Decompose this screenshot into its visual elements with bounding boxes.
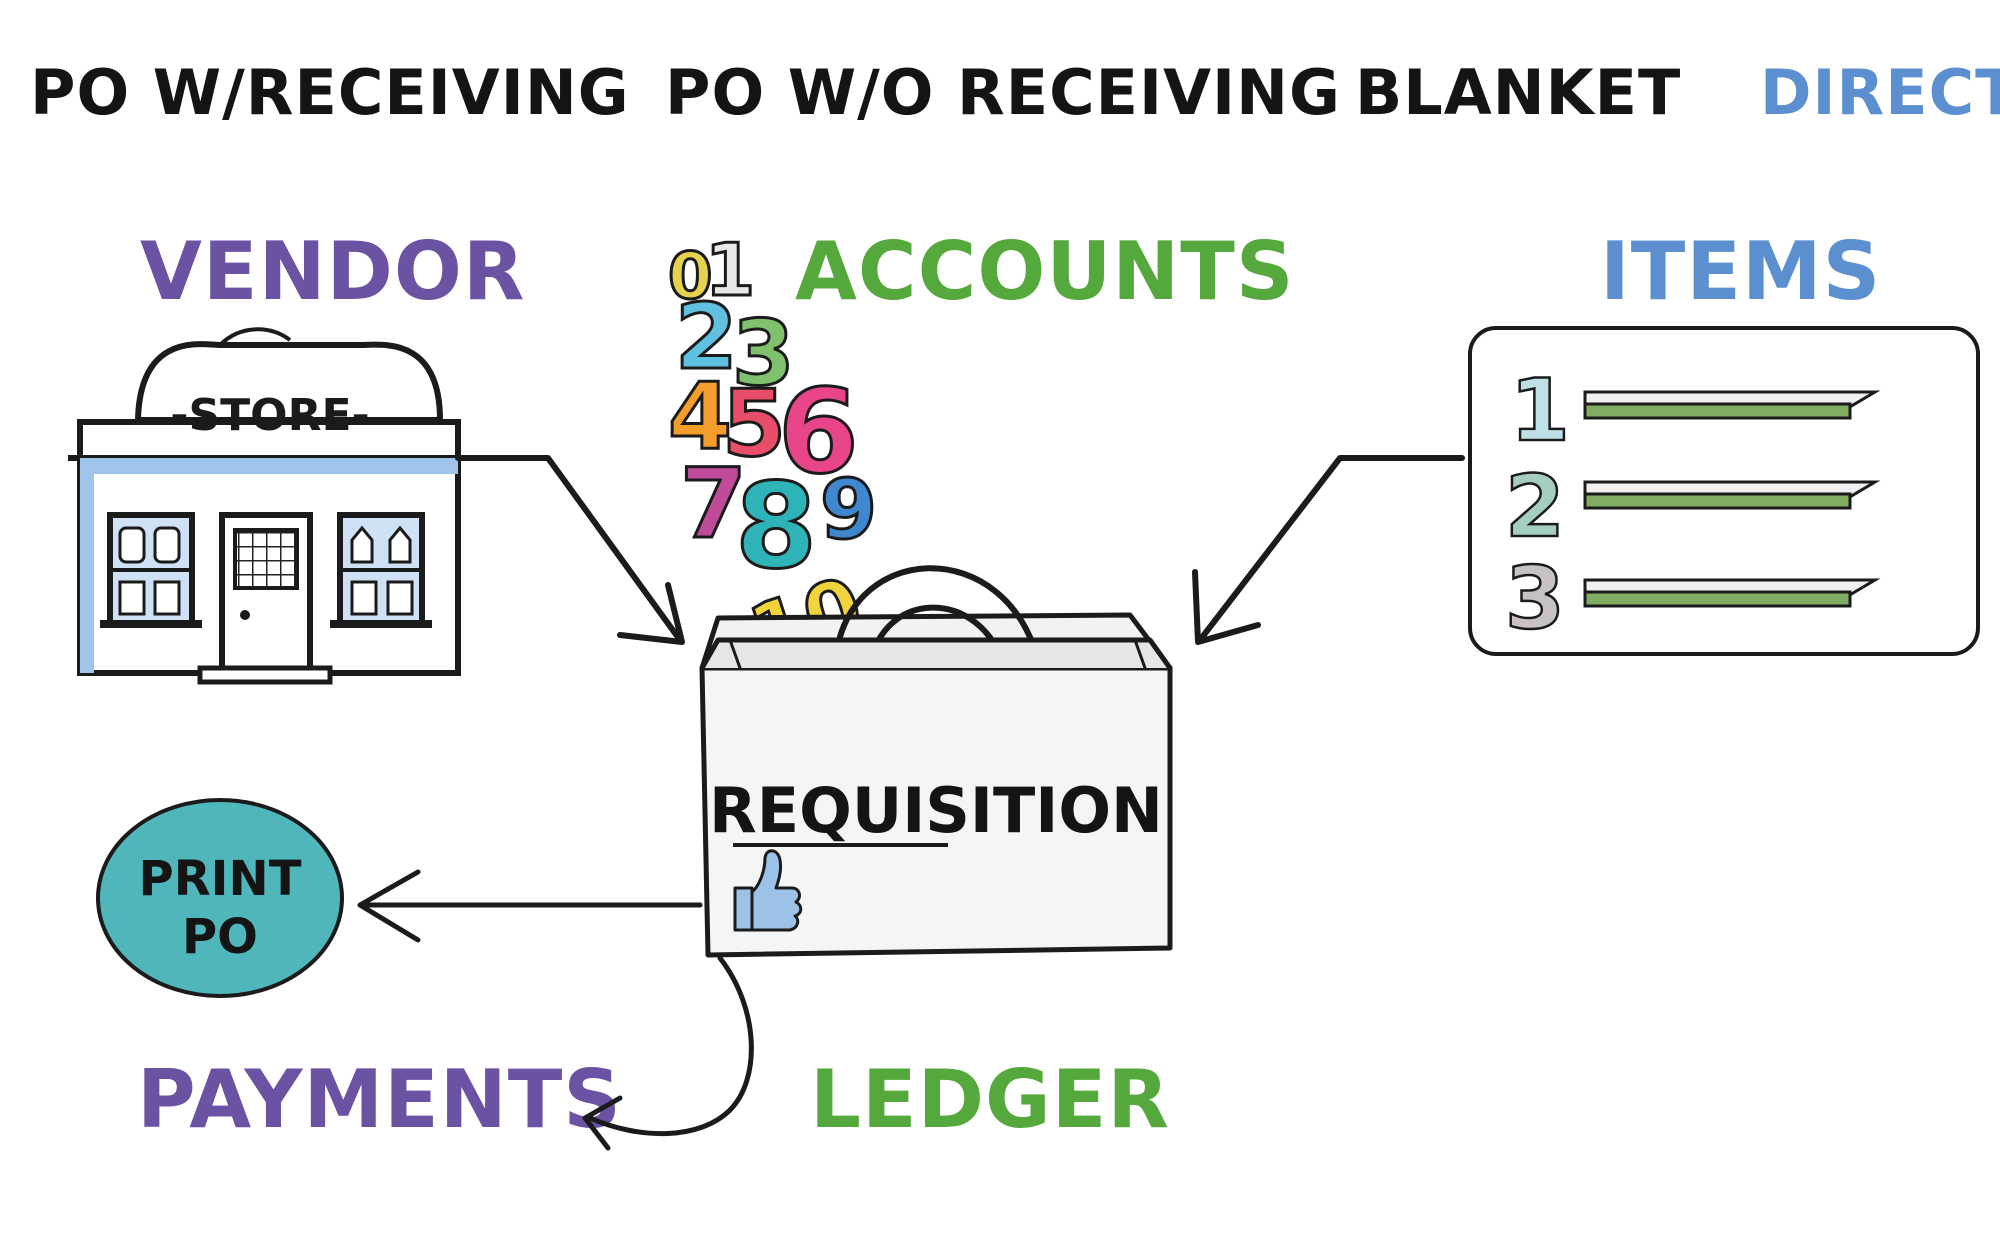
vendor-label: VENDOR bbox=[140, 225, 526, 318]
print-po-line2: PO bbox=[182, 909, 258, 965]
digit-1: 1 bbox=[705, 228, 755, 312]
digit-8: 8 bbox=[735, 457, 817, 595]
requisition-to-print-po-arrow bbox=[357, 869, 703, 943]
digit-5: 5 bbox=[722, 370, 786, 477]
item-number-2: 2 bbox=[1505, 457, 1565, 557]
tab-po-without-receiving: PO W/O RECEIVING bbox=[665, 56, 1341, 129]
ledger-label: LEDGER bbox=[810, 1053, 1170, 1146]
numbers-icon: 0 1 2 3 4 5 6 7 8 9 10 bbox=[667, 227, 879, 684]
tab-po-with-receiving: PO W/RECEIVING bbox=[30, 56, 630, 129]
payments-label: PAYMENTS bbox=[137, 1053, 622, 1146]
requisition-label: REQUISITION bbox=[709, 774, 1163, 847]
digit-7: 7 bbox=[680, 448, 747, 560]
shopping-bag-icon bbox=[699, 565, 1173, 958]
digit-9: 9 bbox=[820, 463, 877, 558]
digit-2: 2 bbox=[675, 285, 738, 390]
accounts-label: ACCOUNTS bbox=[795, 225, 1295, 318]
tab-direct: DIRECT bbox=[1760, 56, 2000, 129]
print-po-line1: PRINT bbox=[139, 851, 302, 907]
items-to-requisition-arrow bbox=[1192, 455, 1465, 645]
requisition-to-payments-arrow bbox=[582, 955, 754, 1151]
digit-4: 4 bbox=[668, 363, 732, 470]
thumbs-up-icon bbox=[733, 849, 803, 932]
item-number-3: 3 bbox=[1505, 549, 1565, 649]
digit-3: 3 bbox=[732, 301, 795, 406]
items-label: ITEMS bbox=[1600, 225, 1882, 318]
item-number-1: 1 bbox=[1510, 361, 1570, 461]
digit-6: 6 bbox=[778, 365, 859, 500]
digit-0: 0 bbox=[668, 240, 713, 314]
print-po-node bbox=[96, 798, 344, 998]
store-sign: -STORE- bbox=[170, 390, 370, 441]
store-icon bbox=[68, 327, 548, 685]
vendor-to-requisition-arrow bbox=[455, 455, 685, 645]
tab-blanket: BLANKET bbox=[1355, 56, 1682, 129]
item-list-icon bbox=[1468, 326, 1980, 656]
